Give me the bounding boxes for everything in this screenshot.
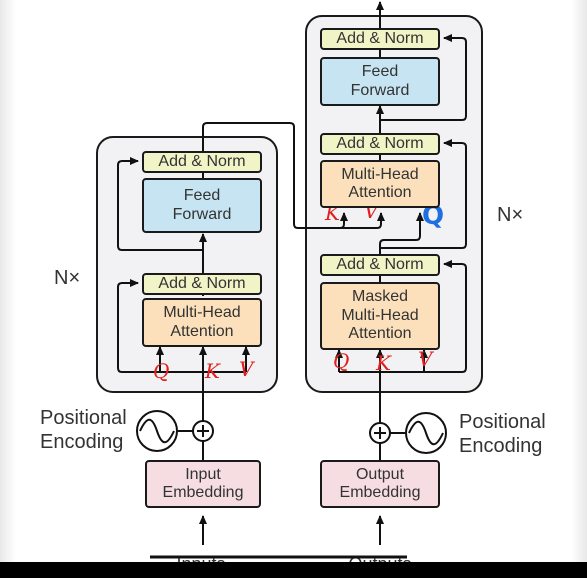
encoder-multi-head-attention: Multi-Head Attention [142, 298, 262, 347]
enc-pe-symbol [136, 410, 178, 452]
decoder-add-norm-mid-label: Add & Norm [336, 134, 424, 152]
enc-v-handwritten: V [239, 357, 256, 381]
enc-residual-1 [117, 279, 203, 373]
input-embedding-line-1: Input [185, 465, 221, 483]
dec-residual-3 [380, 34, 467, 121]
bottom-black-bar [0, 562, 587, 578]
dec-add-symbol [369, 422, 391, 444]
encoder-add-norm-bottom-label: Add & Norm [158, 274, 246, 292]
dec-mq-handwritten: Q [333, 349, 349, 373]
enc-add-symbol [192, 420, 214, 442]
decoder-mha-line-2: Attention [348, 184, 412, 201]
decoder-add-norm-bottom-label: Add & Norm [336, 255, 424, 273]
input-embedding: Input Embedding [145, 460, 261, 508]
decoder-multi-head-attention: Multi-Head Attention [320, 160, 440, 208]
enc-q-handwritten: Q [153, 359, 169, 383]
dec-mk-handwritten: K [375, 351, 392, 375]
encoder-add-norm-bottom: Add & Norm [142, 273, 262, 295]
decoder-masked-line-2: Multi-Head [341, 306, 419, 324]
dec-residual-2 [380, 139, 467, 249]
dec-pe-line-1: Positional [459, 411, 546, 433]
decoder-ff-line-1: Feed [361, 63, 399, 81]
output-embedding-line-1: Output [355, 465, 405, 483]
enc-pe-line-2: Encoding [40, 431, 124, 453]
decoder-add-norm-top-label: Add & Norm [336, 29, 424, 47]
decoder-masked-line-3: Attention [348, 325, 412, 343]
dec-pe-line-2: Encoding [459, 435, 543, 457]
enc-pe-line-1: Positional [40, 407, 127, 429]
encoder-mha-line-2: Attention [170, 322, 234, 340]
encoder-feed-forward: Feed Forward [142, 178, 262, 233]
encoder-add-norm-top: Add & Norm [142, 151, 262, 173]
decoder-ff-line-2: Forward [350, 81, 410, 99]
decoder-masked-multi-head-attention: Masked Multi-Head Attention [320, 282, 440, 350]
dec-mv-handwritten: V [418, 347, 435, 371]
enc-k-handwritten: K [204, 359, 221, 383]
decoder-add-norm-mid: Add & Norm [320, 133, 440, 155]
encoder-positional-encoding-label: Positional Encoding [40, 406, 127, 454]
enc-to-dec-v-wire [340, 212, 385, 229]
dec-q-handwritten: Q [422, 201, 444, 231]
dec-pe-symbol [405, 412, 447, 454]
decoder-add-norm-bottom: Add & Norm [320, 254, 440, 276]
encoder-nx-label: N× [54, 267, 81, 289]
output-embedding-line-2: Embedding [339, 484, 421, 501]
enc-residual-2 [117, 157, 203, 251]
decoder-masked-line-1: Masked [351, 288, 409, 306]
input-embedding-line-2: Embedding [162, 484, 244, 501]
decoder-add-norm-top: Add & Norm [320, 28, 440, 50]
dec-residual-1 [380, 260, 467, 373]
decoder-nx-label: N× [497, 204, 524, 226]
right-edge-shade [571, 0, 587, 562]
left-edge-shade [0, 0, 16, 562]
encoder-stack [96, 136, 278, 393]
dec-q-wire [379, 212, 424, 254]
decoder-feed-forward: Feed Forward [320, 57, 440, 106]
encoder-add-norm-top-label: Add & Norm [158, 152, 246, 170]
decoder-positional-encoding-label: Positional Encoding [459, 410, 546, 458]
decoder-mha-line-1: Multi-Head [341, 165, 419, 183]
encoder-ff-line-1: Feed [183, 187, 221, 205]
encoder-mha-line-1: Multi-Head [163, 304, 241, 322]
output-embedding: Output Embedding [320, 460, 440, 508]
encoder-ff-line-2: Forward [172, 205, 232, 223]
